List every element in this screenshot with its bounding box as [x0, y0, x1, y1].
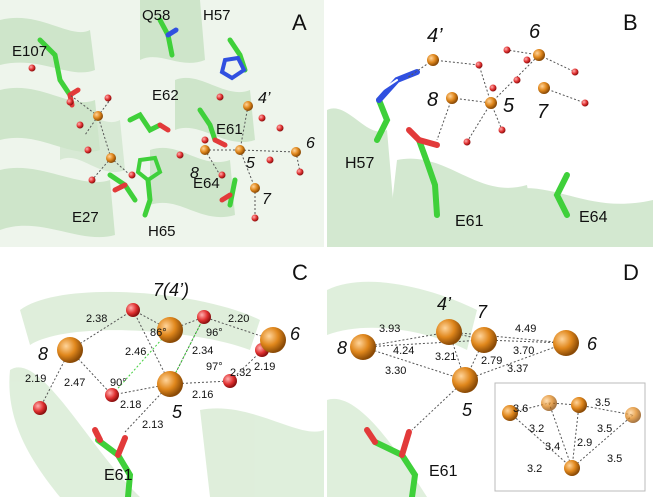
panel-b-figure: B H57 E61 E64 4’ 6 8 5 7 [327, 10, 653, 247]
panel-letter: C [292, 260, 308, 285]
distance-label: 2.19 [25, 373, 46, 385]
water-molecules [28, 64, 304, 222]
ions [93, 101, 301, 193]
panel-a: A Q58 H57 E107 E62 E61 E27 H65 E64 4’ 6 … [0, 0, 324, 247]
ion-label-4prime: 4’ [427, 25, 443, 47]
distance-label: 3.21 [435, 351, 456, 363]
angle-label: 86° [150, 327, 167, 339]
ion-label-6: 6 [587, 334, 598, 354]
angle-label: 96° [206, 327, 223, 339]
distance-label: 3.37 [507, 363, 528, 375]
ion-label-8: 8 [38, 344, 48, 364]
distance-label: 2.47 [64, 377, 85, 389]
residue-label-e64: E64 [579, 209, 608, 226]
distance-label: 2.18 [120, 399, 141, 411]
ion-label-5: 5 [462, 400, 473, 420]
panel-b: B H57 E61 E64 4’ 6 8 5 7 [327, 0, 653, 247]
inset-distance-label: 3.2 [527, 463, 542, 475]
ion-label-7: 7 [262, 191, 272, 208]
panel-letter: A [292, 10, 307, 35]
residue-label-h57: H57 [345, 155, 374, 172]
residue-label-e107: E107 [12, 43, 47, 60]
residue-label-e61: E61 [216, 121, 243, 138]
residue-label-e61: E61 [429, 463, 458, 480]
distance-label: 3.70 [513, 345, 534, 357]
distance-label: 2.19 [254, 361, 275, 373]
distance-label: 2.13 [142, 419, 163, 431]
ion-label-6: 6 [290, 324, 301, 344]
inset-distance-label: 3.6 [513, 403, 528, 415]
helix-cartoon [0, 0, 255, 238]
helix-cartoon [327, 108, 653, 247]
angle-label: 90° [110, 377, 127, 389]
distance-label: 2.34 [192, 345, 213, 357]
residue-label-e27: E27 [72, 209, 99, 226]
distance-label: 2.20 [228, 313, 249, 325]
ion-label-5: 5 [172, 402, 183, 422]
panel-divider-horizontal [0, 247, 653, 250]
panel-letter: B [623, 10, 638, 35]
distance-label: 3.30 [385, 365, 406, 377]
ion-label-5: 5 [503, 95, 515, 117]
ions [427, 49, 550, 109]
side-chains [364, 427, 419, 497]
ion-label-4prime: 4’ [437, 294, 452, 314]
panel-a-figure: A Q58 H57 E107 E62 E61 E27 H65 E64 4’ 6 … [0, 0, 315, 240]
residue-label-h57: H57 [203, 7, 231, 24]
inset-distance-label: 3.4 [545, 441, 560, 453]
inset-distance-label: 3.5 [607, 453, 622, 465]
panel-c: C E61 8 7(4’) 6 5 2.38 86° 2.20 96° 2.46… [0, 250, 324, 497]
side-chains [92, 427, 134, 497]
coordination-lines-green [111, 316, 205, 396]
ion-label-7: 7 [537, 101, 549, 123]
residue-label-e62: E62 [152, 87, 179, 104]
ion-label-8: 8 [427, 89, 438, 111]
helix-cartoon [9, 291, 324, 497]
ion-label-7-4prime: 7(4’) [153, 280, 189, 300]
residue-label-e64: E64 [193, 175, 220, 192]
distance-label: 4.49 [515, 323, 536, 335]
ions [57, 317, 286, 397]
panel-letter: D [623, 260, 639, 285]
distance-label: 2.46 [125, 346, 146, 358]
residue-label-e61: E61 [455, 213, 484, 230]
water-molecules [463, 46, 589, 146]
distance-label: 2.79 [481, 355, 502, 367]
distance-label: 2.16 [192, 389, 213, 401]
panel-d-figure: D E61 4’ 7 8 6 5 3.93 4.49 4.24 3.21 2.7… [327, 260, 646, 497]
inset-distance-label: 3.5 [595, 397, 610, 409]
distance-label: 2.32 [230, 367, 251, 379]
ion-label-6: 6 [306, 135, 315, 152]
side-chains [37, 17, 248, 218]
ion-label-7: 7 [477, 302, 488, 322]
ion-label-8: 8 [190, 165, 199, 182]
residue-label-h65: H65 [148, 223, 176, 240]
ion-label-4prime: 4’ [258, 90, 271, 107]
panel-d: D E61 4’ 7 8 6 5 3.93 4.49 4.24 3.21 2.7… [327, 250, 653, 497]
inset-distance-label: 3.5 [597, 423, 612, 435]
ions [350, 319, 579, 393]
inset-distance-label: 2.9 [577, 437, 592, 449]
ion-label-8: 8 [337, 338, 347, 358]
distance-label: 4.24 [393, 345, 414, 357]
side-chains [374, 69, 570, 218]
residue-label-q58: Q58 [142, 7, 170, 24]
panel-c-figure: C E61 8 7(4’) 6 5 2.38 86° 2.20 96° 2.46… [9, 260, 324, 497]
ion-label-6: 6 [529, 21, 541, 43]
distance-label: 3.93 [379, 323, 400, 335]
inset-diagram: 3.6 3.5 3.2 3.5 3.4 2.9 3.2 3.5 [494, 382, 646, 492]
residue-label-e61: E61 [104, 467, 133, 484]
angle-label: 97° [206, 361, 223, 373]
ion-label-5: 5 [246, 155, 255, 172]
distance-label: 2.38 [86, 313, 107, 325]
inset-distance-label: 3.2 [529, 423, 544, 435]
